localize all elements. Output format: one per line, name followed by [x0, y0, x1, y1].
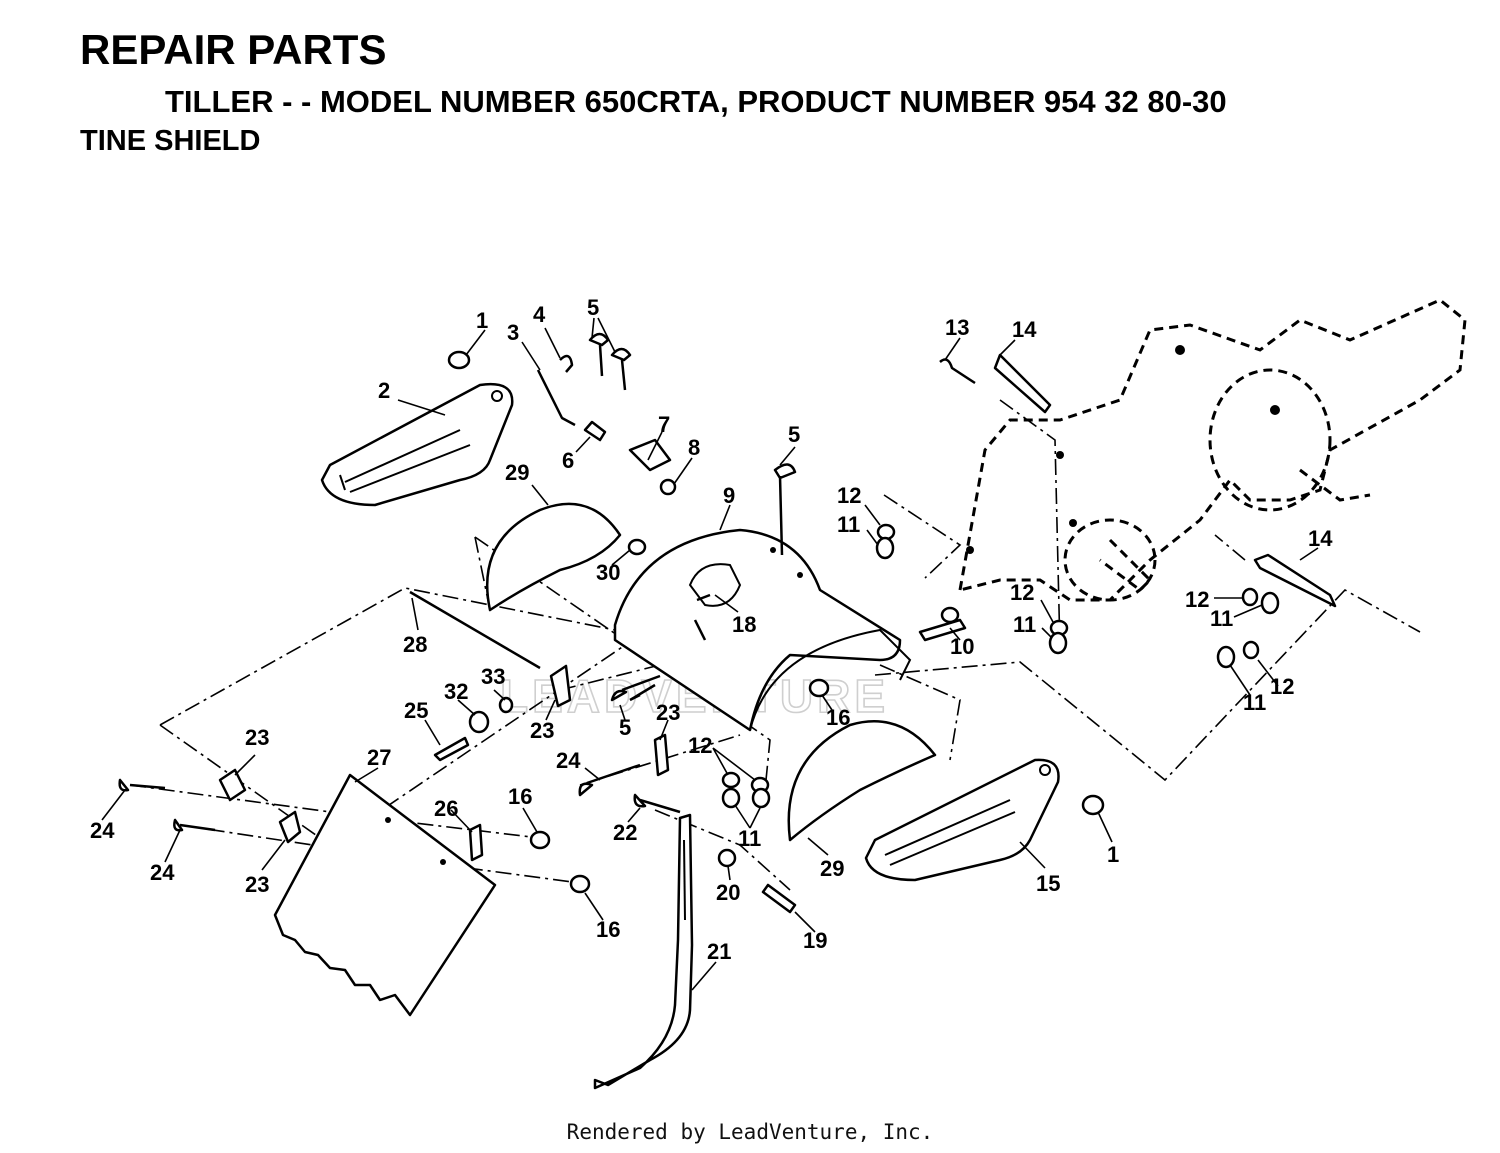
callout-11: 11: [1013, 612, 1036, 637]
callout-12: 12: [837, 483, 861, 508]
depth-stake: [593, 813, 694, 1090]
leader-lines: [101, 317, 1319, 991]
callout-8: 8: [688, 435, 700, 460]
tine-side-shields: [485, 502, 937, 842]
tiller-frame-dashed: [958, 298, 1467, 602]
callout-4: 4: [533, 302, 546, 327]
callout-7: 7: [658, 412, 670, 437]
callout-22: 22: [613, 820, 637, 845]
callout-23: 23: [656, 700, 680, 725]
callout-20: 20: [716, 880, 740, 905]
drag-panel: [273, 773, 497, 1017]
callouts: 1 2 3 4 5 6 7 8 5 29 9 30 18 28 13 14 12…: [90, 295, 1333, 964]
callout-24: 24: [150, 860, 175, 885]
footer-credit: Rendered by LeadVenture, Inc.: [566, 1120, 934, 1144]
callout-16: 16: [508, 784, 532, 809]
callout-5: 5: [587, 295, 599, 320]
callout-14: 14: [1012, 317, 1037, 342]
callout-15: 15: [1036, 871, 1060, 896]
callout-14: 14: [1308, 526, 1333, 551]
callout-33: 33: [481, 664, 505, 689]
callout-11: 11: [1210, 606, 1233, 631]
callout-24: 24: [556, 748, 581, 773]
callout-16: 16: [826, 705, 850, 730]
callout-11: 11: [837, 512, 860, 537]
callout-29: 29: [505, 460, 529, 485]
callout-21: 21: [707, 939, 731, 964]
callout-23: 23: [530, 718, 554, 743]
callout-30: 30: [596, 560, 620, 585]
callout-29: 29: [820, 856, 844, 881]
callout-12: 12: [1185, 587, 1209, 612]
callout-18: 18: [732, 612, 756, 637]
callout-9: 9: [723, 483, 735, 508]
hardware: [118, 332, 1337, 914]
callout-11: 11: [738, 826, 761, 851]
callout-13: 13: [945, 315, 969, 340]
callout-27: 27: [367, 745, 391, 770]
callout-1: 1: [1107, 842, 1119, 867]
callout-16: 16: [596, 917, 620, 942]
callout-32: 32: [444, 679, 468, 704]
right-tine-shield-extension: [864, 758, 1060, 882]
callout-24: 24: [90, 818, 115, 843]
callout-2: 2: [378, 378, 390, 403]
callout-23: 23: [245, 725, 269, 750]
callout-12: 12: [688, 733, 712, 758]
callout-26: 26: [434, 796, 458, 821]
model-subtitle: TILLER - - MODEL NUMBER 650CRTA, PRODUCT…: [165, 84, 1227, 119]
callout-23: 23: [245, 872, 269, 897]
left-tine-shield-extension: [320, 382, 514, 507]
callout-28: 28: [403, 632, 427, 657]
callout-19: 19: [803, 928, 827, 953]
callout-1: 1: [476, 308, 488, 333]
callout-12: 12: [1010, 580, 1034, 605]
section-title: TINE SHIELD: [80, 125, 261, 157]
callout-3: 3: [507, 320, 519, 345]
callout-12: 12: [1270, 674, 1294, 699]
page-title: REPAIR PARTS: [80, 26, 387, 73]
callout-10: 10: [950, 634, 974, 659]
callout-5: 5: [788, 422, 800, 447]
main-tine-shield: [613, 528, 912, 732]
callout-6: 6: [562, 448, 574, 473]
callout-25: 25: [404, 698, 428, 723]
callout-11: 11: [1243, 690, 1266, 715]
callout-5: 5: [619, 715, 631, 740]
